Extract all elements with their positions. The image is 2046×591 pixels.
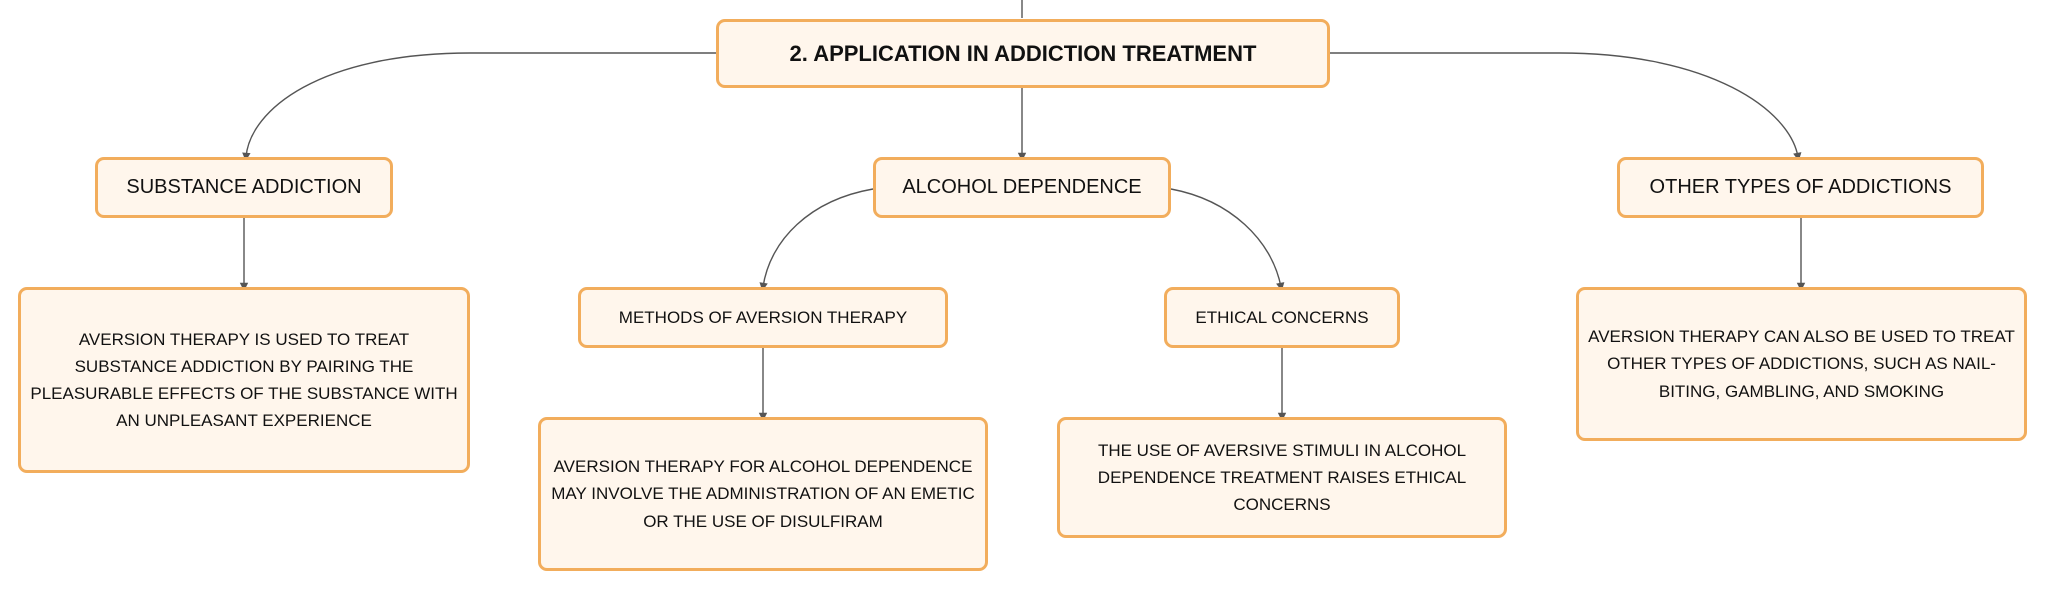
ethical-concerns-label: ETHICAL CONCERNS (1195, 307, 1369, 327)
other-addictions-detail: AVERSION THERAPY CAN ALSO BE USED TO TRE… (1588, 327, 2015, 401)
ethical-concerns-node[interactable]: ETHICAL CONCERNS (1164, 287, 1400, 348)
other-addictions-detail-node[interactable]: AVERSION THERAPY CAN ALSO BE USED TO TRE… (1576, 287, 2027, 441)
root-node[interactable]: 2. APPLICATION IN ADDICTION TREATMENT (716, 19, 1330, 88)
substance-addiction-label: SUBSTANCE ADDICTION (126, 176, 362, 198)
aversion-methods-detail: AVERSION THERAPY FOR ALCOHOL DEPENDENCE … (551, 457, 975, 531)
aversion-methods-detail-node[interactable]: AVERSION THERAPY FOR ALCOHOL DEPENDENCE … (538, 417, 988, 571)
aversion-methods-node[interactable]: METHODS OF AVERSION THERAPY (578, 287, 948, 348)
connector-alcohol-ethics (1170, 188, 1285, 292)
alcohol-dependence-label: ALCOHOL DEPENDENCE (902, 176, 1142, 198)
substance-addiction-detail: AVERSION THERAPY IS USED TO TREAT SUBSTA… (30, 329, 458, 431)
substance-addiction-detail-node[interactable]: AVERSION THERAPY IS USED TO TREAT SUBSTA… (18, 287, 470, 473)
other-addictions-label: OTHER TYPES OF ADDICTIONS (1649, 176, 1952, 198)
connector-root-substance (242, 52, 716, 162)
other-addictions-node[interactable]: OTHER TYPES OF ADDICTIONS (1617, 157, 1984, 218)
connector-root-other (1330, 52, 1802, 162)
root-node-label: 2. APPLICATION IN ADDICTION TREATMENT (789, 40, 1257, 66)
connector-alcohol-methods (759, 188, 874, 292)
ethical-concerns-detail: THE USE OF AVERSIVE STIMULI IN ALCOHOL D… (1097, 440, 1467, 515)
aversion-methods-label: METHODS OF AVERSION THERAPY (618, 307, 908, 327)
ethical-concerns-detail-node[interactable]: THE USE OF AVERSIVE STIMULI IN ALCOHOL D… (1057, 417, 1507, 538)
substance-addiction-node[interactable]: SUBSTANCE ADDICTION (95, 157, 393, 218)
alcohol-dependence-node[interactable]: ALCOHOL DEPENDENCE (873, 157, 1171, 218)
